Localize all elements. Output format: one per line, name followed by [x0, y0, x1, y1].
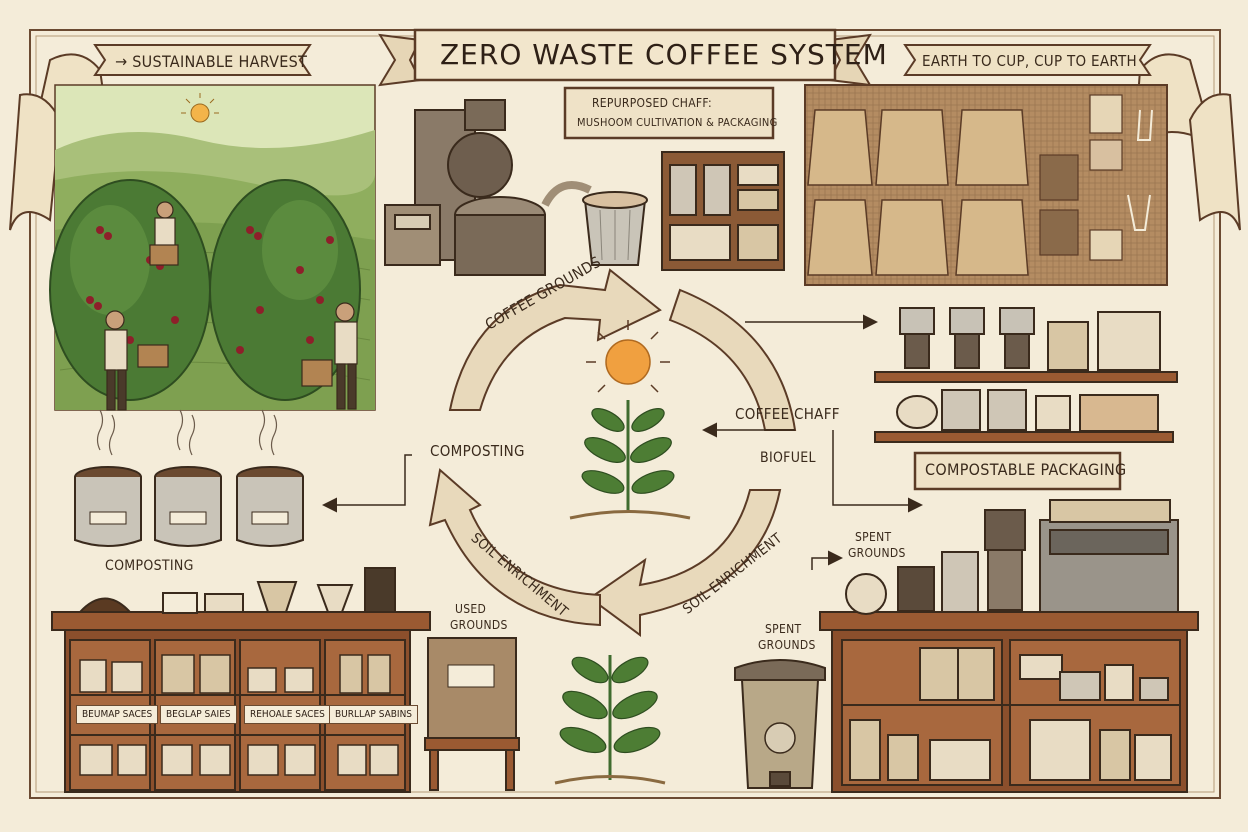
- cycle-arrow-bottom-left: [428, 468, 601, 627]
- used-grounds-label-1: USED: [455, 602, 487, 616]
- coffee-bush-right: [209, 179, 361, 401]
- page-title: ZERO WASTE COFFEE SYSTEM: [440, 38, 888, 71]
- left-shelf-items: [79, 654, 399, 776]
- chaff-bin: [582, 191, 648, 266]
- farmer-top: [149, 201, 179, 266]
- banner-sustainable-harvest: → SUSTAINABLE HARVEST: [115, 52, 308, 71]
- cycle-diagram: [428, 268, 797, 637]
- steam-icon: [96, 409, 278, 456]
- repurposed-chaff-box: [563, 86, 775, 140]
- spent-grounds-bin-label-2: GROUNDS: [758, 638, 816, 652]
- composting-station-label: COMPOSTING: [105, 558, 194, 574]
- spent-grounds-top-label-1: SPENT: [855, 530, 892, 544]
- repurposed-chaff-line2: MUSHOOM CULTIVATION & PACKAGING: [577, 116, 778, 129]
- sun-rays: [586, 320, 670, 393]
- coffee-cherries: [86, 226, 334, 354]
- cycle-arrow-top: [448, 268, 662, 411]
- spent-grounds-bin-label-1: SPENT: [765, 622, 802, 636]
- compostable-packaging-label: COMPOSTABLE PACKAGING: [925, 460, 1127, 479]
- roaster-machine: [384, 99, 592, 276]
- seedling-icon-center: [569, 400, 691, 520]
- used-grounds-label-2: GROUNDS: [450, 618, 508, 632]
- shelf-tag-3: REHOALE SACES: [244, 705, 331, 724]
- burlap-board: [804, 84, 1168, 286]
- spent-grounds-bin: [734, 659, 826, 789]
- shelf-tag-1: BEUMAP SACES: [76, 705, 159, 724]
- seedling-icon-bottom: [554, 655, 666, 785]
- banner-left-shape: [93, 44, 312, 76]
- sun-small-icon: [190, 103, 210, 123]
- cycle-arrow-bottom-right: [588, 489, 782, 637]
- cycle-label-composting: COMPOSTING: [430, 442, 525, 460]
- sun-icon: [605, 339, 651, 385]
- banner-earth-to-cup: EARTH TO CUP, CUP TO EARTH: [922, 52, 1137, 70]
- connector-arrows: [322, 314, 923, 570]
- farmer-bottom-left: [104, 310, 169, 411]
- shelf-tag-2: BEGLAP SAIES: [160, 705, 237, 724]
- gloves-icon: [1127, 109, 1153, 231]
- espresso-counter: [819, 499, 1199, 793]
- compost-bins: [74, 409, 304, 547]
- farmer-bottom-right: [301, 302, 358, 410]
- cycle-label-biofuel: BIOFUEL: [760, 450, 816, 466]
- cycle-label-coffee-chaff: COFFEE CHAFF: [735, 405, 840, 423]
- product-cabinet: [661, 151, 785, 271]
- banner-right-shape: [903, 44, 1152, 76]
- harvest-scene: [49, 84, 376, 411]
- grinder-shelf: [874, 307, 1178, 443]
- coffee-bush-left: [49, 179, 211, 401]
- repurposed-chaff-line1: REPURPOSED CHAFF:: [592, 96, 712, 110]
- spent-grounds-top-label-2: GROUNDS: [848, 546, 906, 560]
- used-grounds-bin: [424, 637, 520, 791]
- title-scroll: [378, 28, 872, 87]
- compostable-packaging-box: [913, 451, 1122, 491]
- shelf-tag-4: BURLLAP SABINS: [329, 705, 419, 724]
